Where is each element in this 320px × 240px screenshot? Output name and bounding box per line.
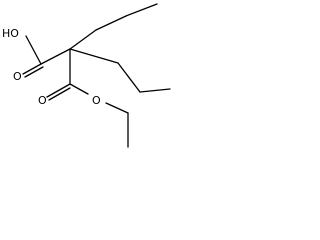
bond-center-to-acid-carbon bbox=[40, 48, 71, 65]
bond-propyl1-a bbox=[95, 15, 127, 31]
bond-acid-carbon-to-o-double-2 bbox=[24, 66, 44, 78]
bond-ester-carbon-to-o-double-1 bbox=[46, 83, 71, 98]
label-ester-oxygen: O bbox=[92, 94, 101, 107]
bond-ester-carbon-to-o bbox=[69, 83, 89, 95]
bond-acid-carbon-to-oh bbox=[25, 35, 42, 65]
bond-propyl2-a bbox=[117, 62, 141, 93]
label-ester-carbonyl-oxygen: O bbox=[38, 94, 47, 107]
bond-acid-carbon-to-o-double-1 bbox=[22, 63, 42, 75]
chemical-structure: HO O O O bbox=[2, 3, 171, 148]
bond-center-to-propyl2 bbox=[69, 48, 119, 64]
bond-ester-o-to-ch2 bbox=[105, 102, 129, 114]
label-hydroxyl: HO bbox=[2, 27, 19, 40]
bond-ester-carbon-to-o-double-2 bbox=[48, 87, 71, 101]
bond-propyl1-b bbox=[125, 3, 158, 17]
bond-center-to-propyl1 bbox=[69, 29, 97, 50]
label-carboxyl-oxygen: O bbox=[13, 70, 22, 83]
bond-propyl2-b bbox=[139, 88, 171, 93]
